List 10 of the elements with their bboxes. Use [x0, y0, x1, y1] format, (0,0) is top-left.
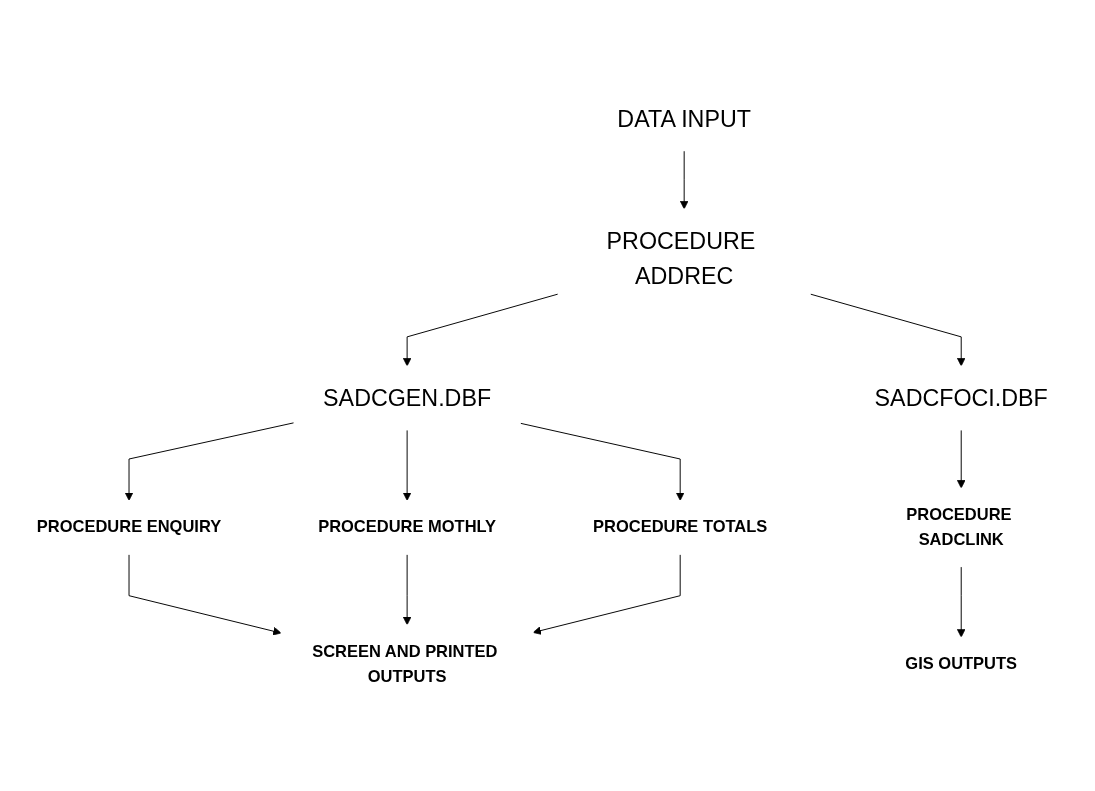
- node-text: SADCGEN.DBF: [323, 384, 492, 412]
- node-text: SADCFOCI.DBF: [874, 384, 1048, 412]
- node-text: GIS OUTPUTS: [905, 655, 1018, 674]
- node-text: DATA INPUT: [617, 105, 751, 132]
- node-text: PROCEDURE SADCLINK: [906, 506, 1012, 550]
- node-text: PROCEDURE TOTALS: [593, 518, 768, 537]
- node-text: PROCEDURE ADDREC: [606, 227, 756, 289]
- node-text: PROCEDURE MOTHLY: [318, 518, 497, 537]
- node-text: SCREEN AND PRINTED OUTPUTS: [312, 642, 498, 686]
- node-text: PROCEDURE ENQUIRY: [36, 518, 222, 537]
